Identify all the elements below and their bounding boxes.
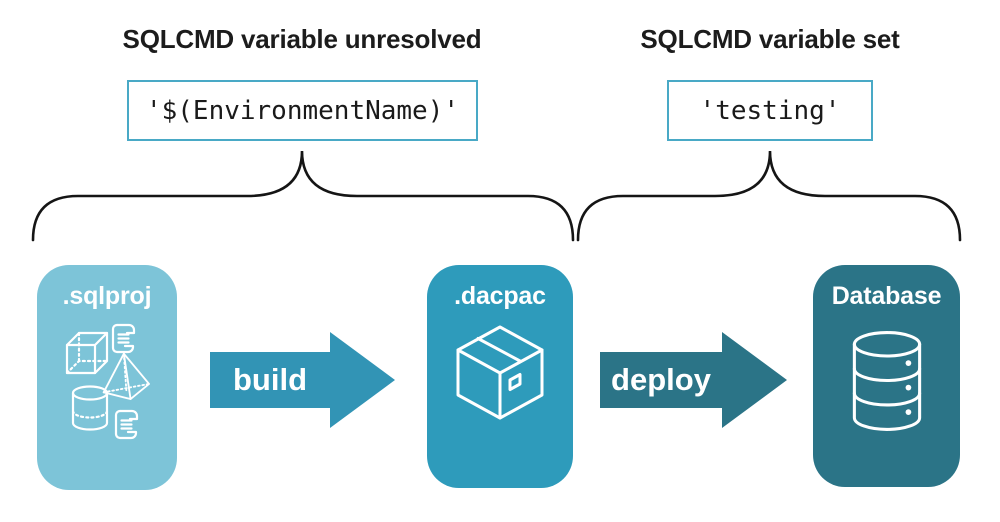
deploy-arrow-shape	[600, 332, 787, 428]
left-brace-path	[31, 150, 575, 242]
database-cylinder-icon	[852, 331, 922, 431]
node-dacpac: .dacpac	[427, 265, 573, 488]
db-dot	[905, 409, 912, 415]
left-group-title: SQLCMD variable unresolved	[122, 24, 482, 54]
right-group-title: SQLCMD variable set	[640, 24, 900, 54]
scope-braces	[31, 150, 962, 242]
set-variable-value: 'testing'	[699, 95, 841, 126]
node-database-label: Database	[831, 282, 942, 310]
set-variable-box: 'testing'	[667, 80, 873, 141]
node-dacpac-label: .dacpac	[454, 282, 546, 310]
package-box-icon	[456, 325, 544, 420]
node-sqlproj-label: .sqlproj	[62, 282, 152, 310]
db-dot	[905, 384, 912, 391]
build-arrow-label: build	[232, 362, 308, 397]
deploy-arrow	[600, 332, 787, 428]
sql-objects-icon	[65, 323, 150, 440]
db-dot	[905, 360, 912, 367]
unresolved-variable-box: '$(EnvironmentName)'	[127, 80, 478, 141]
right-brace-path	[576, 150, 962, 242]
node-database: Database	[813, 265, 960, 487]
deploy-arrow-label: deploy	[611, 362, 711, 397]
unresolved-variable-value: '$(EnvironmentName)'	[145, 95, 460, 126]
build-arrow	[210, 332, 395, 428]
node-sqlproj: .sqlproj	[37, 265, 177, 490]
build-arrow-shape	[210, 332, 395, 428]
